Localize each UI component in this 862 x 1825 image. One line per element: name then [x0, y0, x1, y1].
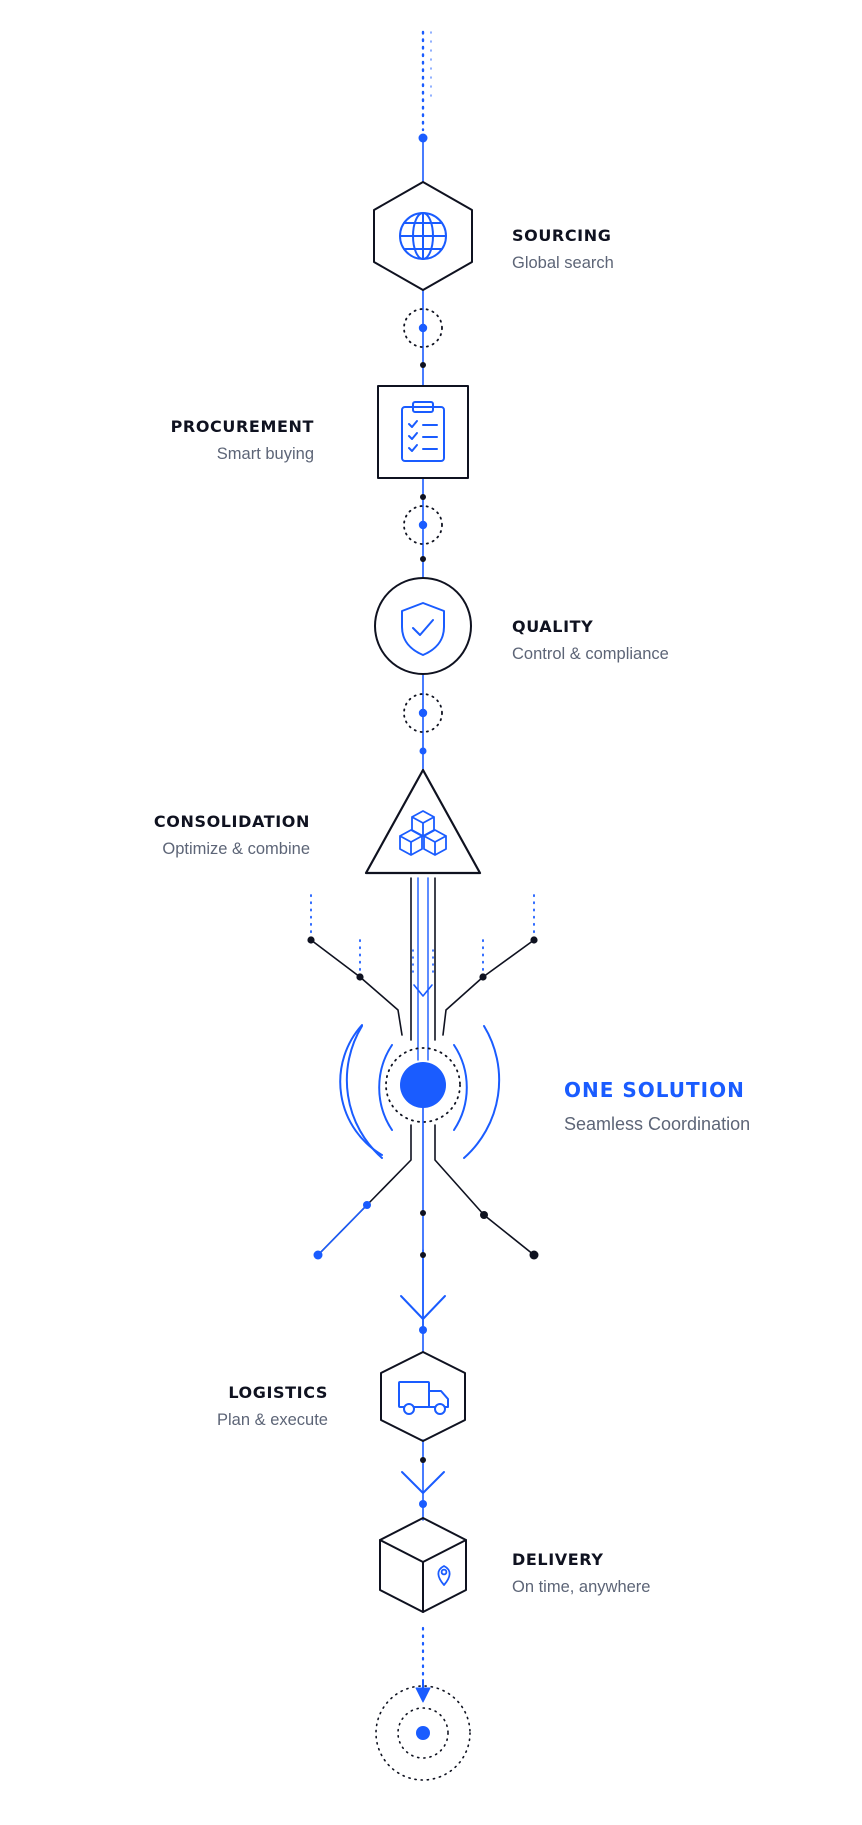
top-dotted-lead [418, 30, 432, 143]
globe-icon [399, 212, 447, 260]
stage-subtitle: Smart buying [216, 445, 314, 463]
stage-subtitle: Seamless Coordination [564, 1114, 751, 1134]
stage-title: PROCUREMENT [170, 417, 314, 436]
procurement-node [377, 385, 469, 479]
divergence-network [313, 1107, 539, 1334]
convergence-network [307, 877, 538, 1061]
hub-dot-icon [400, 1062, 446, 1108]
stage-title: DELIVERY [512, 1550, 604, 1569]
connector-ring [403, 494, 443, 562]
stage-label-one-solution: ONE SOLUTION Seamless Coordination [564, 1078, 750, 1135]
one-solution-hub [339, 1024, 501, 1159]
box-location-pin-icon [437, 1565, 451, 1586]
connector-ring [403, 693, 443, 755]
logistics-to-delivery-connector [401, 1457, 445, 1508]
bottom-target [375, 1626, 471, 1781]
sourcing-node [373, 181, 473, 291]
logistics-node [380, 1351, 466, 1442]
stage-label-quality: QUALITY Control & compliance [512, 617, 669, 664]
quality-node [374, 577, 472, 675]
stage-label-sourcing: SOURCING Global search [512, 226, 614, 273]
stage-subtitle: Control & compliance [512, 645, 669, 663]
stage-title: ONE SOLUTION [564, 1078, 745, 1102]
stacked-boxes-icon [399, 810, 447, 856]
truck-icon [398, 1381, 449, 1415]
delivery-node [379, 1517, 467, 1613]
stage-label-procurement: PROCUREMENT Smart buying [171, 417, 314, 464]
stage-title: SOURCING [512, 226, 612, 245]
stage-title: QUALITY [512, 617, 594, 636]
stage-label-delivery: DELIVERY On time, anywhere [512, 1550, 650, 1597]
stage-subtitle: Plan & execute [217, 1411, 328, 1429]
stage-subtitle: Optimize & combine [162, 840, 310, 858]
stage-subtitle: Global search [512, 254, 614, 272]
stage-label-logistics: LOGISTICS Plan & execute [217, 1383, 328, 1430]
clipboard-checklist-icon [401, 401, 445, 462]
stage-title: LOGISTICS [228, 1383, 328, 1402]
consolidation-node [364, 768, 482, 875]
stage-subtitle: On time, anywhere [512, 1578, 651, 1596]
stage-title: CONSOLIDATION [153, 812, 310, 831]
shield-check-icon [401, 602, 445, 656]
stage-label-consolidation: CONSOLIDATION Optimize & combine [154, 812, 310, 859]
connector-ring [403, 308, 443, 368]
